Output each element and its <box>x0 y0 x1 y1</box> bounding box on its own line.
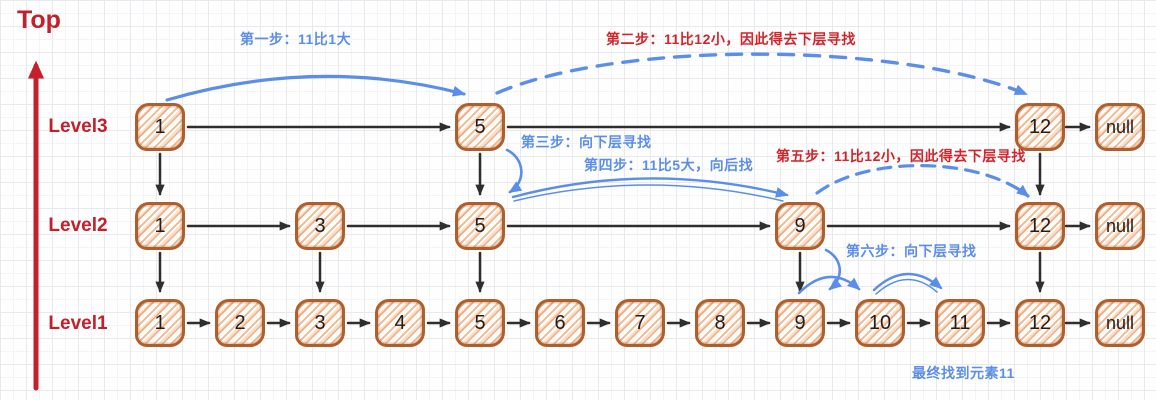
node-level1-7: 7 <box>615 299 665 347</box>
annotation-step3: 第三步：向下层寻找 <box>521 134 652 150</box>
node-level1-6: 6 <box>535 299 585 347</box>
arrow-step6 <box>824 248 843 291</box>
node-level3-12: 12 <box>1015 103 1065 151</box>
annotation-step6: 第六步：向下层寻找 <box>846 243 977 259</box>
annotation-step1: 第一步：11比1大 <box>240 31 352 47</box>
node-level2-12: 12 <box>1015 202 1065 250</box>
search-path-arrows <box>165 52 1030 295</box>
arrow-step4-inner <box>513 184 784 202</box>
node-level1-9: 9 <box>775 299 825 347</box>
arrow-step1 <box>165 74 466 102</box>
annotation-step5: 第五步：11比12小，因此得去下层寻找 <box>776 148 1026 164</box>
node-level1-4: 4 <box>375 299 425 347</box>
node-level3-1: 1 <box>135 103 185 151</box>
node-level3-5: 5 <box>455 103 505 151</box>
annotation-result: 最终找到元素11 <box>912 365 1015 381</box>
node-level1-2: 2 <box>215 299 265 347</box>
arrow-l1-10-11-search <box>872 272 943 292</box>
level3-label: Level3 <box>48 116 108 137</box>
node-level2-1: 1 <box>135 202 185 250</box>
node-level1-1: 1 <box>135 299 185 347</box>
annotation-step4: 第四步：11比5大，向后找 <box>584 157 754 173</box>
node-level1-null: null <box>1095 299 1145 347</box>
arrow-step2-dashed <box>495 52 1028 96</box>
node-level3-null: null <box>1095 103 1145 151</box>
node-level1-3: 3 <box>295 299 345 347</box>
arrow-l1-10-11-search-inner <box>875 278 938 295</box>
level1-label: Level1 <box>48 313 108 334</box>
node-level2-5: 5 <box>455 202 505 250</box>
node-level2-9: 9 <box>775 202 825 250</box>
black-connectors <box>155 122 1091 328</box>
node-level1-12: 12 <box>1015 299 1065 347</box>
node-level1-10: 10 <box>855 299 905 347</box>
axis-top-label: Top <box>17 6 61 34</box>
node-level2-3: 3 <box>295 202 345 250</box>
annotation-step2: 第二步：11比12小，因此得去下层寻找 <box>606 31 856 47</box>
arrow-step3 <box>505 148 523 194</box>
node-level1-11: 11 <box>935 299 985 347</box>
arrow-l1-9-10-search <box>797 275 861 295</box>
level2-label: Level2 <box>48 215 108 236</box>
node-level2-null: null <box>1095 202 1145 250</box>
node-level1-8: 8 <box>695 299 745 347</box>
node-level1-5: 5 <box>455 299 505 347</box>
arrow-step5-dashed <box>815 164 1030 198</box>
arrow-step4 <box>511 177 789 199</box>
